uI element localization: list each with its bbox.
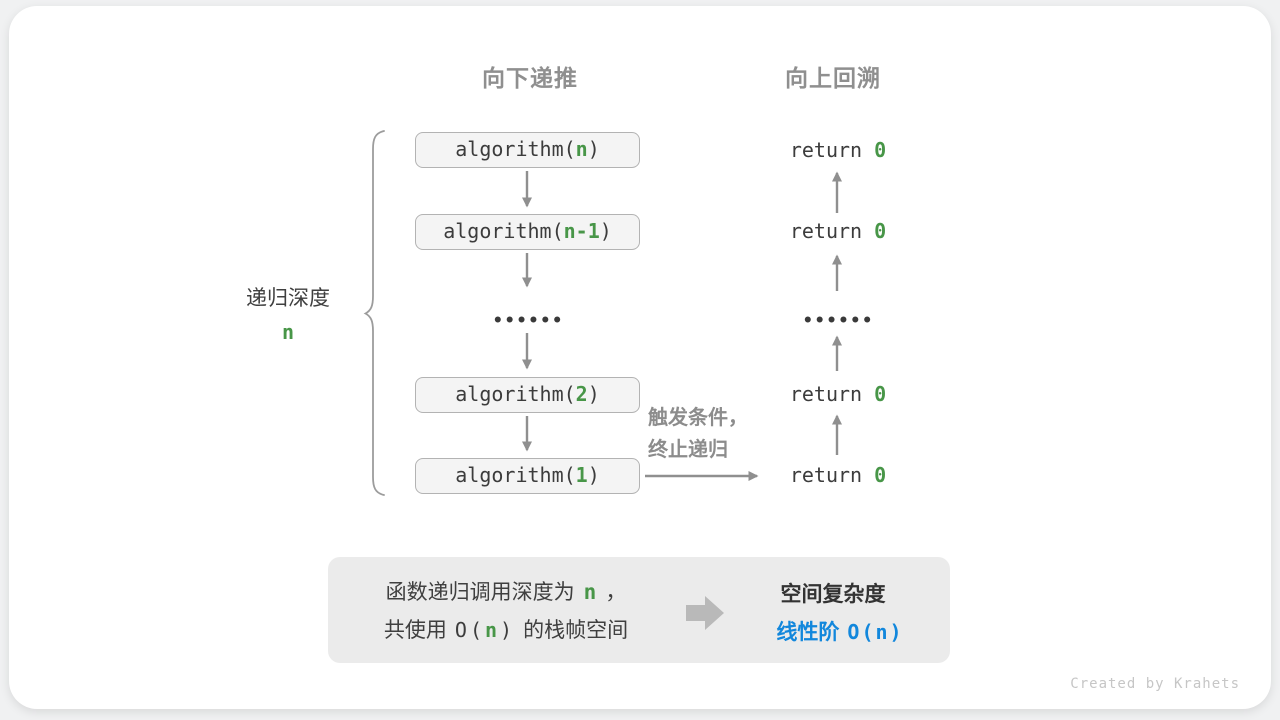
frame-arg: 1 xyxy=(575,463,588,487)
summary-line1: 函数递归调用深度为 n ， xyxy=(336,578,676,606)
big-o-close: ) xyxy=(889,620,904,644)
summary-panel xyxy=(328,557,950,663)
summary-line1-post: ， xyxy=(605,581,627,604)
base-case-note-line1: 触发条件， xyxy=(648,407,748,429)
return-statement-4: return 0 xyxy=(738,462,938,488)
return-keyword: return xyxy=(789,219,875,243)
space-complexity-title: 空间复杂度 xyxy=(780,583,886,606)
summary-line2-pre: 共使用 xyxy=(383,619,447,642)
frame-fn-text: algorithm( xyxy=(455,463,576,487)
base-case-note: 触发条件， 终止递归 xyxy=(648,402,748,466)
big-o-var: n xyxy=(485,618,501,642)
recursion-depth-value: n xyxy=(218,320,358,344)
return-statement-1: return 0 xyxy=(738,137,938,163)
frame-arg: n xyxy=(575,137,588,161)
watermark-credit: Created by Krahets xyxy=(1070,676,1240,692)
summary-line1-pre: 函数递归调用深度为 xyxy=(385,581,575,604)
header-recurse-down: 向下递推 xyxy=(482,65,578,91)
summary-line2: 共使用 O(n) 的栈帧空间 xyxy=(336,616,676,644)
recursion-depth-n: n xyxy=(281,320,295,344)
big-o-var: n xyxy=(875,620,890,644)
linear-order-big-o: O(n) xyxy=(847,620,903,644)
frame-fn-text: algorithm( xyxy=(455,382,576,406)
return-value: 0 xyxy=(874,138,887,162)
frame-close-paren: ) xyxy=(599,219,612,243)
frame-close-paren: ) xyxy=(587,137,600,161)
summary-line2-code: O(n) xyxy=(455,618,515,642)
return-value: 0 xyxy=(874,382,887,406)
return-statement-2: return 0 xyxy=(738,218,938,244)
header-backtrack-up: 向上回溯 xyxy=(785,65,881,91)
return-ellipsis: •••••• xyxy=(802,311,874,331)
space-complexity-result: 线性阶 O(n) xyxy=(733,616,947,646)
big-o-close: ) xyxy=(500,618,516,642)
stack-ellipsis: •••••• xyxy=(492,311,564,331)
return-value: 0 xyxy=(874,463,887,487)
base-case-note-line2: 终止递归 xyxy=(648,439,728,461)
frame-close-paren: ) xyxy=(587,463,600,487)
big-o-open: O( xyxy=(847,620,876,644)
return-value: 0 xyxy=(874,219,887,243)
frame-arg: n-1 xyxy=(563,219,600,243)
frame-fn-text: algorithm( xyxy=(443,219,564,243)
return-keyword: return xyxy=(789,138,875,162)
return-keyword: return xyxy=(789,463,875,487)
summary-line1-var: n xyxy=(583,580,597,604)
stack-frame-algorithm-1: algorithm(1) xyxy=(415,458,640,494)
summary-line2-post: 的栈帧空间 xyxy=(523,619,629,642)
stack-frame-algorithm-n: algorithm(n) xyxy=(415,132,640,168)
big-o-open: O( xyxy=(454,618,485,642)
linear-order-label: 线性阶 xyxy=(776,621,840,644)
stack-frame-algorithm-n-1: algorithm(n-1) xyxy=(415,214,640,250)
frame-close-paren: ) xyxy=(587,382,600,406)
frame-arg: 2 xyxy=(575,382,588,406)
recursion-depth-label: 递归深度 xyxy=(246,287,330,310)
return-keyword: return xyxy=(789,382,875,406)
frame-fn-text: algorithm( xyxy=(455,137,576,161)
return-statement-3: return 0 xyxy=(738,381,938,407)
stack-frame-algorithm-2: algorithm(2) xyxy=(415,377,640,413)
